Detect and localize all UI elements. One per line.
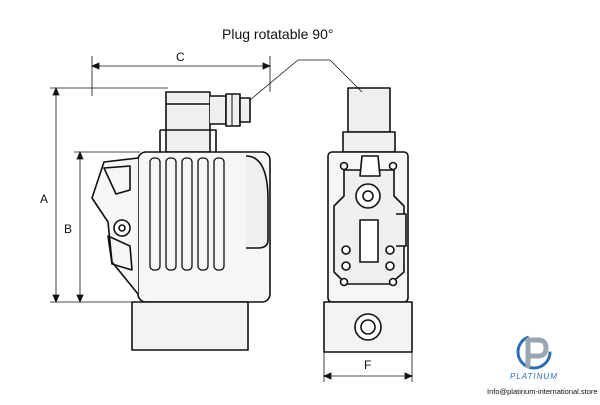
dimension-label-f: F bbox=[364, 358, 372, 372]
contact-email: Info@platinum-international.store bbox=[487, 387, 598, 396]
side-plug-body bbox=[165, 91, 211, 153]
front-port bbox=[354, 313, 382, 341]
platinum-logo bbox=[516, 334, 552, 370]
side-plug-fitting bbox=[210, 95, 227, 125]
front-knob bbox=[355, 183, 381, 209]
callout-plug-rotatable: Plug rotatable 90° bbox=[222, 26, 334, 42]
side-lever-pivot bbox=[113, 219, 131, 237]
dimension-lines bbox=[50, 56, 414, 382]
front-screws bbox=[339, 161, 398, 287]
dimension-label-b: B bbox=[64, 222, 73, 236]
front-plug bbox=[347, 87, 391, 133]
side-view bbox=[91, 91, 271, 351]
dimension-label-a: A bbox=[40, 192, 49, 206]
brand-name: PLATINUM bbox=[510, 372, 558, 381]
side-lower-body bbox=[131, 301, 249, 351]
dimension-label-c: C bbox=[176, 50, 185, 64]
front-view bbox=[323, 87, 413, 353]
